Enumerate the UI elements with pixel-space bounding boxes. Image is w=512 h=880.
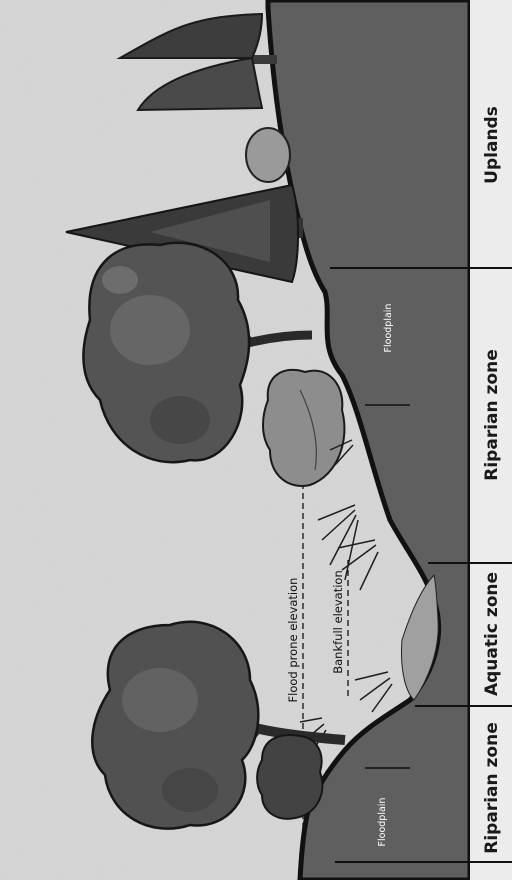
shrub-top xyxy=(246,128,290,182)
floodplain-label-top: Floodplain xyxy=(383,304,394,353)
shrub-lower xyxy=(257,735,322,819)
zone-label-uplands: Uplands xyxy=(482,106,502,184)
zone-label-aquatic: Aquatic zone xyxy=(482,572,502,696)
zone-label-riparian-top: Riparian zone xyxy=(482,349,502,480)
floodplain-label-bottom: Floodplain xyxy=(377,798,388,847)
shrub-riparian xyxy=(263,370,344,486)
zone-label-riparian-bottom: Riparian zone xyxy=(482,722,502,853)
bankfull-label: Bankfull elevation xyxy=(331,570,345,674)
flood-prone-label: Flood prone elevation xyxy=(286,578,300,703)
